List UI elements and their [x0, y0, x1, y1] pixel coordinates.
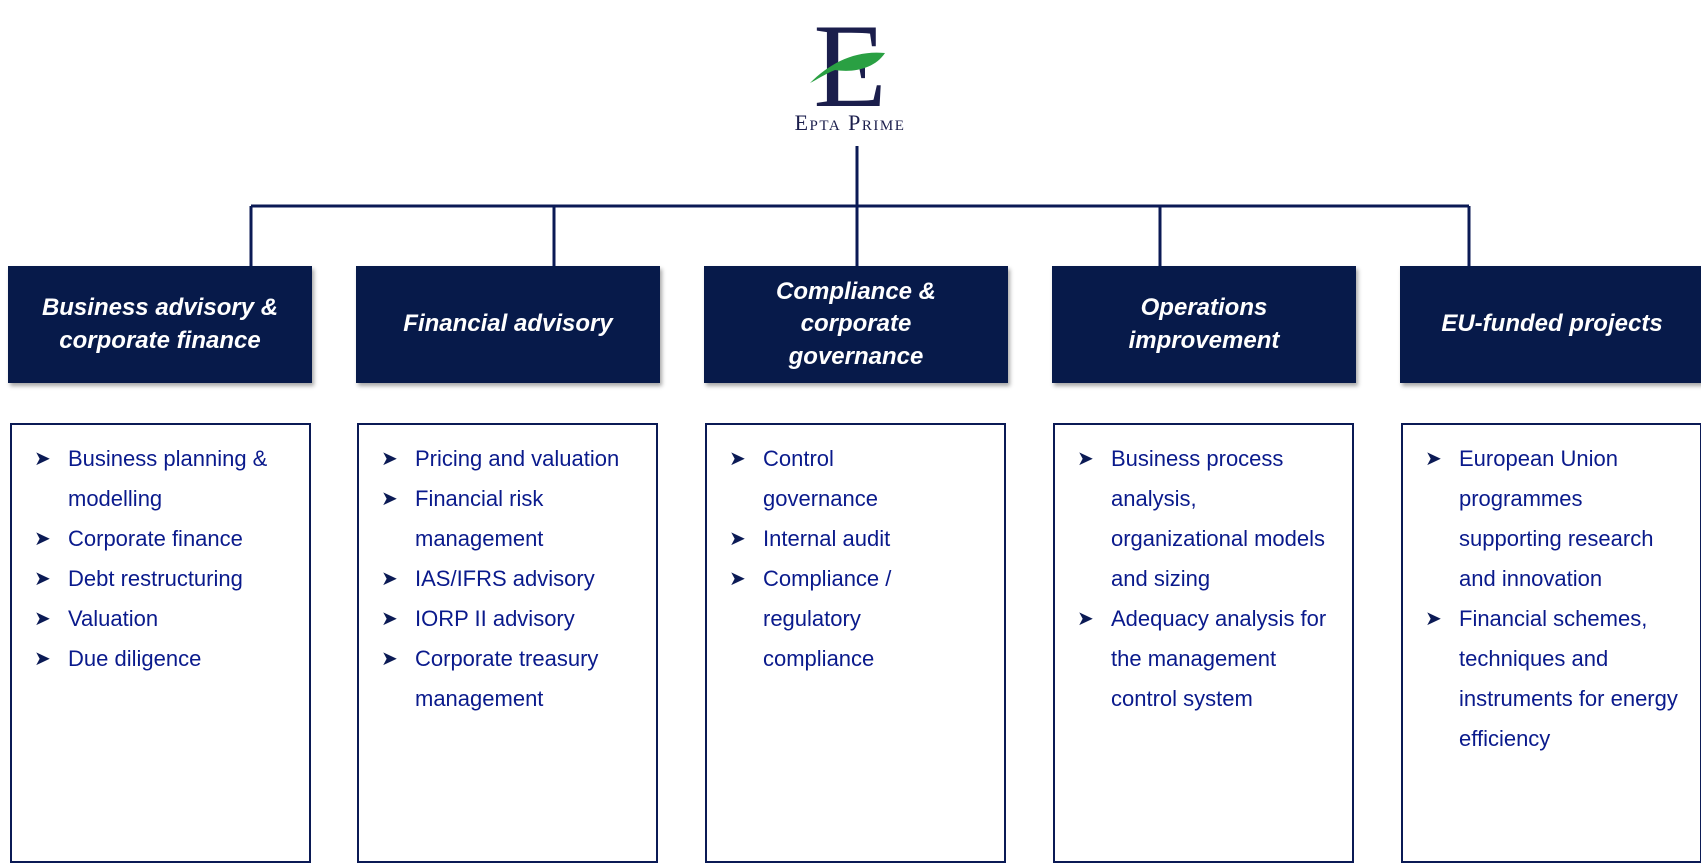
arrow-bullet-icon: ➤ [729, 568, 746, 590]
arrow-bullet-icon: ➤ [1077, 608, 1094, 630]
service-title: EU-funded projects [1441, 310, 1663, 338]
arrow-bullet-icon: ➤ [34, 568, 51, 590]
service-list: ➤Pricing and valuation ➤Financial risk m… [359, 425, 656, 719]
arrow-bullet-icon: ➤ [381, 568, 398, 590]
service-list: ➤European Union programmes supporting re… [1403, 425, 1700, 759]
service-box-compliance: ➤Control governance ➤Internal audit ➤Com… [705, 423, 1006, 863]
service-title: Financial advisory [403, 310, 613, 338]
service-header-eu-projects: EU-funded projects [1400, 266, 1701, 383]
arrow-bullet-icon: ➤ [34, 448, 51, 470]
service-title: Compliance & corporate governance [775, 277, 937, 370]
list-item: ➤Compliance / regulatory compliance [707, 559, 934, 679]
arrow-bullet-icon: ➤ [381, 448, 398, 470]
arrow-bullet-icon: ➤ [381, 488, 398, 510]
arrow-bullet-icon: ➤ [1077, 448, 1094, 470]
list-item: ➤Business process analysis, organization… [1055, 439, 1330, 599]
service-list: ➤Business process analysis, organization… [1055, 425, 1352, 719]
service-list: ➤Business planning & modelling ➤Corporat… [12, 425, 309, 679]
arrow-bullet-icon: ➤ [34, 528, 51, 550]
list-item: ➤Corporate treasury management [359, 639, 626, 719]
arrow-bullet-icon: ➤ [34, 608, 51, 630]
service-header-business-advisory: Business advisory & corporate finance [8, 266, 312, 383]
service-box-operations: ➤Business process analysis, organization… [1053, 423, 1354, 863]
brand-name: Epta Prime [794, 110, 906, 135]
list-item: ➤Financial risk management [359, 479, 626, 559]
list-item: ➤Corporate finance [12, 519, 291, 559]
org-connectors [249, 146, 1471, 266]
list-item: ➤Debt restructuring [12, 559, 291, 599]
arrow-bullet-icon: ➤ [729, 528, 746, 550]
leaf-icon [810, 52, 885, 83]
arrow-bullet-icon: ➤ [729, 448, 746, 470]
service-header-operations: Operations improvement [1052, 266, 1356, 383]
arrow-bullet-icon: ➤ [381, 648, 398, 670]
service-box-eu-projects: ➤European Union programmes supporting re… [1401, 423, 1701, 863]
service-box-financial-advisory: ➤Pricing and valuation ➤Financial risk m… [357, 423, 658, 863]
list-item: ➤Business planning & modelling [12, 439, 291, 519]
service-header-compliance: Compliance & corporate governance [704, 266, 1008, 383]
list-item: ➤Valuation [12, 599, 291, 639]
service-list: ➤Control governance ➤Internal audit ➤Com… [707, 425, 1004, 679]
list-item: ➤Adequacy analysis for the management co… [1055, 599, 1330, 719]
service-box-business-advisory: ➤Business planning & modelling ➤Corporat… [10, 423, 311, 863]
epta-prime-logo: E [780, 8, 920, 138]
logo-mark-icon: E [810, 8, 887, 118]
arrow-bullet-icon: ➤ [1425, 608, 1442, 630]
arrow-bullet-icon: ➤ [34, 648, 51, 670]
list-item: ➤IAS/IFRS advisory [359, 559, 626, 599]
list-item: ➤Internal audit [707, 519, 934, 559]
arrow-bullet-icon: ➤ [381, 608, 398, 630]
arrow-bullet-icon: ➤ [1425, 448, 1442, 470]
list-item: ➤IORP II advisory [359, 599, 626, 639]
list-item: ➤European Union programmes supporting re… [1403, 439, 1688, 599]
list-item: ➤Pricing and valuation [359, 439, 626, 479]
list-item: ➤Due diligence [12, 639, 291, 679]
list-item: ➤Control governance [707, 439, 934, 519]
service-header-financial-advisory: Financial advisory [356, 266, 660, 383]
list-item: ➤Financial schemes, techniques and instr… [1403, 599, 1688, 759]
service-title: Business advisory & corporate finance [41, 294, 279, 354]
service-title: Operations improvement [1128, 294, 1280, 354]
